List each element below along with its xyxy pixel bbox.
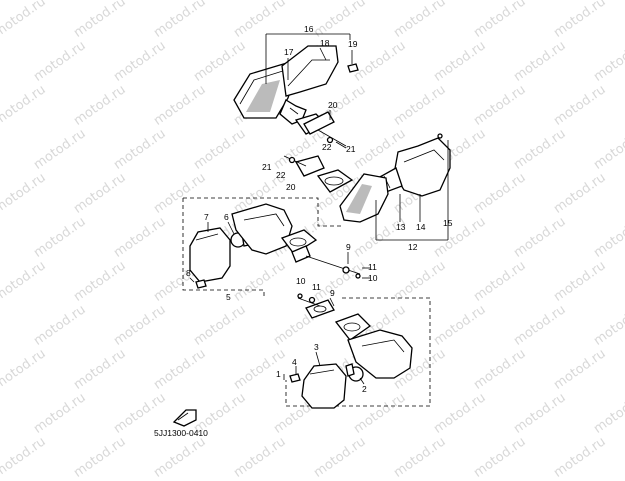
turn-signal-assembly-front-left: [233, 33, 359, 149]
callout-2: 2: [362, 384, 367, 394]
forward-direction-icon: [172, 409, 197, 427]
callout-1: 1: [276, 369, 281, 379]
turn-signal-assembly-rear-right: [283, 293, 431, 409]
callout-9b: 9: [330, 288, 335, 298]
callout-21b: 21: [262, 162, 272, 172]
callout-10a: 10: [368, 273, 378, 283]
callout-10b: 10: [296, 276, 306, 286]
callout-7: 7: [204, 212, 209, 222]
callout-17: 17: [284, 47, 294, 57]
callout-16: 16: [304, 24, 314, 34]
diagram-code: 5JJ1300-0410: [154, 428, 208, 438]
callout-3: 3: [314, 342, 319, 352]
exploded-view-drawing: 16 17 18 19 20 22 21 21 22 20 13 14 15 1…: [172, 24, 453, 427]
turn-signal-assembly-front-right: [283, 133, 451, 241]
callout-4: 4: [292, 357, 297, 367]
callout-20b: 20: [286, 182, 296, 192]
callout-labels: 16 17 18 19 20 22 21 21 22 20 13 14 15 1…: [186, 24, 453, 394]
callout-21a: 21: [346, 144, 356, 154]
callout-15: 15: [443, 218, 453, 228]
callout-9a: 9: [346, 242, 351, 252]
callout-14: 14: [416, 222, 426, 232]
callout-18: 18: [320, 38, 330, 48]
callout-22b: 22: [276, 170, 286, 180]
callout-20a: 20: [328, 100, 338, 110]
callout-6: 6: [224, 212, 229, 222]
callout-22a: 22: [322, 142, 332, 152]
callout-11a: 11: [368, 262, 377, 272]
callout-19: 19: [348, 39, 358, 49]
callout-13: 13: [396, 222, 406, 232]
callout-11b: 11: [312, 282, 321, 292]
turn-signal-assembly-rear-left: [182, 197, 370, 296]
callout-5: 5: [226, 292, 231, 302]
callout-12: 12: [408, 242, 418, 252]
callout-8: 8: [186, 268, 191, 278]
